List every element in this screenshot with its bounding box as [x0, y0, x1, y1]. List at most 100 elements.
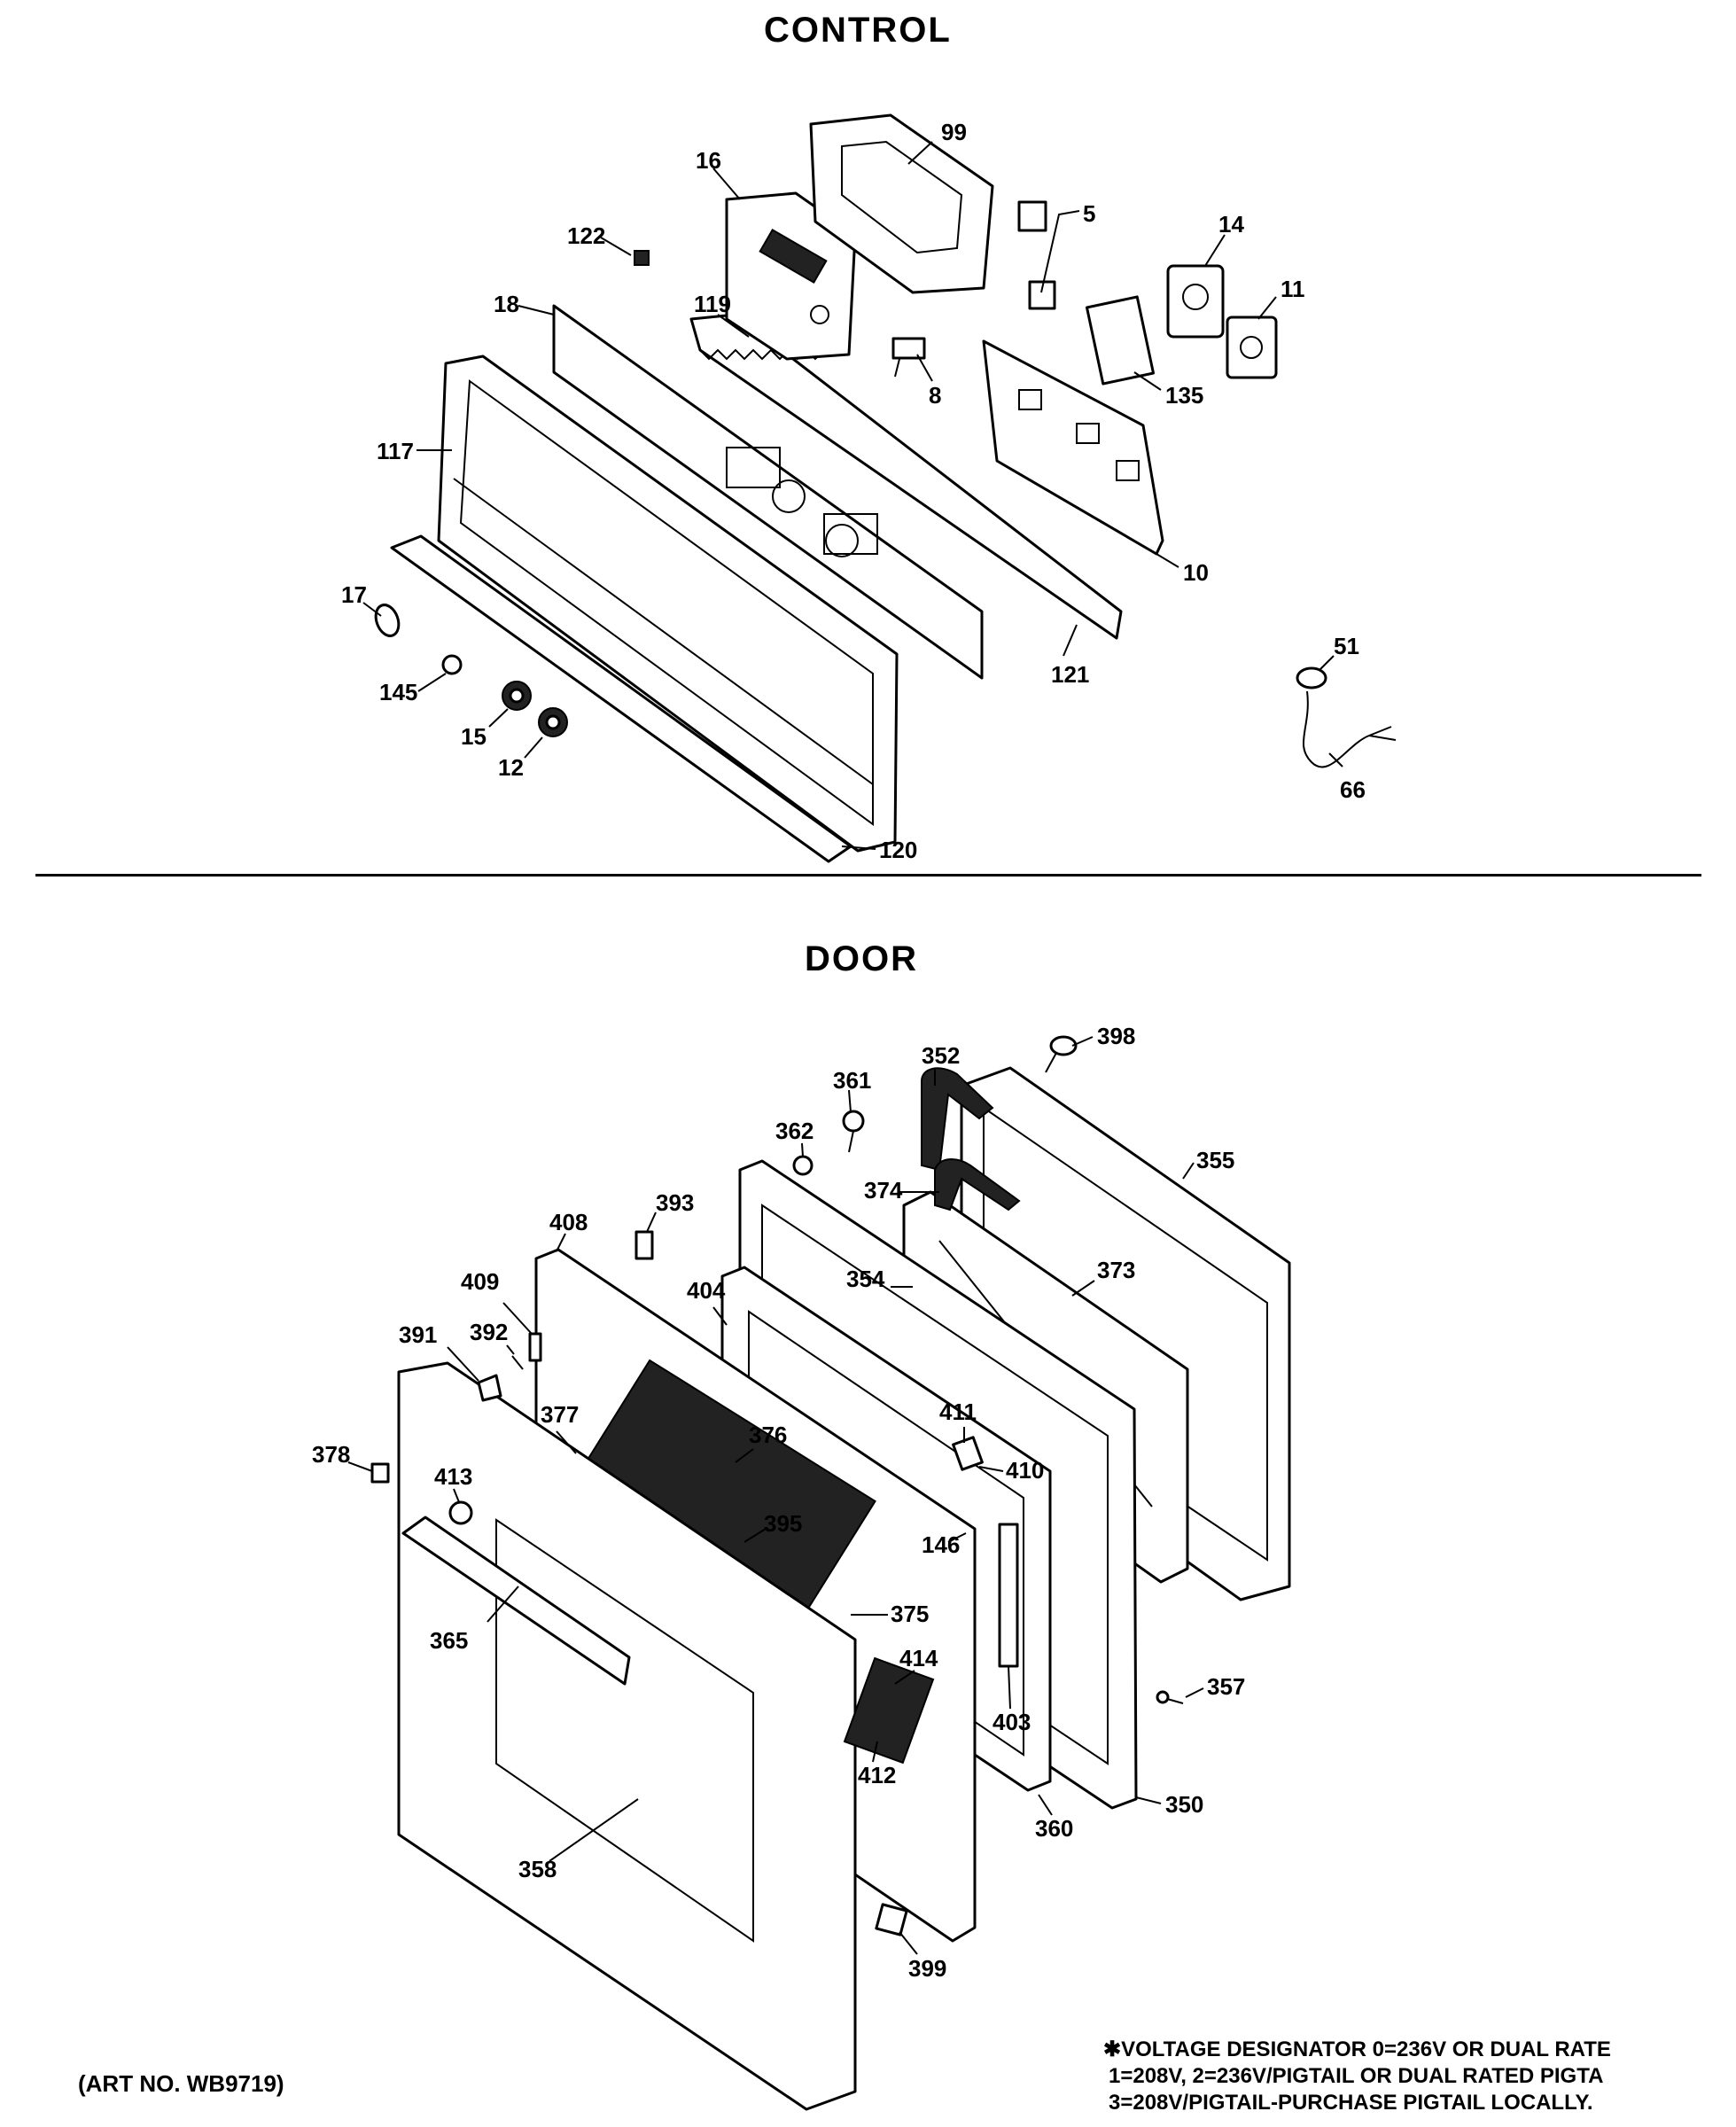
part-stop-413	[448, 1500, 473, 1525]
callout-121: 121	[1051, 661, 1089, 688]
callout-66: 66	[1340, 776, 1366, 803]
callout-99: 99	[941, 119, 967, 145]
callout-414: 414	[899, 1645, 938, 1671]
callout-17: 17	[341, 581, 367, 608]
callout-398: 398	[1097, 1023, 1135, 1049]
callout-51: 51	[1334, 633, 1359, 659]
part-control-panel	[552, 304, 984, 680]
callout-120: 120	[879, 837, 917, 863]
part-door-handle	[401, 1515, 631, 1686]
part-relay	[1226, 316, 1278, 379]
callout-352: 352	[922, 1042, 960, 1069]
control-section-title: CONTROL	[764, 11, 952, 50]
part-insulation-block	[843, 1656, 935, 1765]
callout-135: 135	[1165, 382, 1203, 409]
callout-399: 399	[908, 1955, 946, 1982]
callout-360: 360	[1035, 1815, 1073, 1842]
callout-376: 376	[749, 1422, 787, 1448]
callout-117: 117	[377, 438, 414, 464]
part-wire-harness	[1296, 666, 1397, 768]
part-knob-shaft	[441, 654, 463, 675]
callout-354: 354	[846, 1266, 885, 1292]
footnote-line-1: ✱VOLTAGE DESIGNATOR 0=236V OR DUAL RATE	[1103, 2037, 1611, 2061]
callout-119: 119	[694, 291, 731, 317]
part-knob-15	[502, 681, 532, 711]
callout-146: 146	[922, 1531, 960, 1558]
callout-391: 391	[399, 1321, 437, 1348]
callout-392: 392	[470, 1319, 508, 1345]
callout-10: 10	[1183, 559, 1209, 586]
callout-14: 14	[1218, 211, 1244, 238]
part-spacer-409	[528, 1332, 542, 1362]
callout-122: 122	[567, 222, 605, 249]
callout-413: 413	[434, 1463, 472, 1490]
callout-409: 409	[461, 1268, 499, 1295]
callout-18: 18	[494, 291, 519, 317]
part-knob-12	[538, 707, 568, 737]
part-hinge-374	[934, 1158, 1021, 1212]
part-clip	[634, 250, 650, 266]
callout-355: 355	[1196, 1147, 1234, 1173]
part-timer-motor	[1166, 264, 1225, 339]
callout-350: 350	[1165, 1791, 1203, 1818]
door-section-title: DOOR	[805, 939, 918, 978]
callout-408: 408	[549, 1209, 588, 1235]
part-outer-door-panel	[397, 1361, 857, 2111]
callout-393: 393	[656, 1189, 694, 1216]
callout-362: 362	[775, 1118, 814, 1144]
callout-378: 378	[312, 1441, 350, 1468]
door-exploded-view: 398 352 361 355 362 374 393 408 373 354 …	[312, 1023, 1291, 2111]
part-bumper-378	[370, 1462, 390, 1484]
callout-377: 377	[541, 1401, 579, 1428]
callout-16: 16	[696, 147, 721, 174]
callout-410: 410	[1006, 1457, 1044, 1484]
part-latch-391	[477, 1374, 502, 1402]
section-divider	[35, 874, 1701, 877]
callout-404: 404	[687, 1277, 726, 1304]
footnote-line-2: 1=208V, 2=236V/PIGTAIL OR DUAL RATED PIG…	[1109, 2064, 1604, 2088]
callout-403: 403	[993, 1709, 1031, 1735]
callout-411: 411	[939, 1399, 977, 1425]
part-lamp	[374, 604, 401, 637]
callout-15: 15	[461, 723, 487, 750]
part-hinge-352	[921, 1067, 994, 1172]
part-clock-bracket	[809, 113, 994, 294]
control-leader-lines	[362, 141, 1343, 850]
part-front-frame	[437, 354, 899, 853]
callout-11: 11	[1281, 276, 1305, 302]
control-callouts: 99 16 5 122 14 11 18 119 8 135 117 10 17…	[341, 119, 1366, 863]
door-callouts: 398 352 361 355 362 374 393 408 373 354 …	[312, 1023, 1245, 1982]
control-exploded-view: 99 16 5 122 14 11 18 119 8 135 117 10 17…	[341, 113, 1397, 863]
callout-373: 373	[1097, 1257, 1135, 1283]
callout-375: 375	[891, 1601, 929, 1627]
callout-365: 365	[430, 1627, 468, 1654]
part-screw-361	[842, 1110, 865, 1153]
callout-12: 12	[498, 754, 524, 781]
art-number: (ART NO. WB9719)	[78, 2070, 284, 2097]
callout-361: 361	[833, 1067, 871, 1094]
part-spring-392	[511, 1355, 524, 1370]
part-washer-362	[792, 1155, 814, 1176]
part-clip-393	[634, 1230, 654, 1260]
part-terminal	[891, 337, 926, 378]
part-bumper-399	[875, 1903, 908, 1936]
part-switch-upper	[1017, 200, 1047, 232]
door-leader-lines	[347, 1036, 1204, 1955]
part-screw-398	[1045, 1035, 1078, 1073]
part-hinge-lever-411	[952, 1436, 984, 1471]
part-control-board	[982, 339, 1164, 556]
callout-374: 374	[864, 1177, 903, 1204]
callout-145: 145	[379, 679, 417, 705]
callout-395: 395	[764, 1510, 802, 1537]
callout-5: 5	[1083, 200, 1095, 227]
voltage-footnote: ✱VOLTAGE DESIGNATOR 0=236V OR DUAL RATE …	[1103, 2037, 1688, 2116]
part-hinge-bracket-403	[998, 1523, 1019, 1668]
part-clock-timer	[725, 191, 857, 361]
callout-412: 412	[858, 1762, 896, 1788]
part-screw-357	[1156, 1690, 1184, 1704]
callout-357: 357	[1207, 1673, 1245, 1700]
callout-8: 8	[929, 382, 941, 409]
part-mounting-plate	[1085, 295, 1156, 386]
footnote-line-3: 3=208V/PIGTAIL-PURCHASE PIGTAIL LOCALLY.	[1109, 2091, 1593, 2115]
